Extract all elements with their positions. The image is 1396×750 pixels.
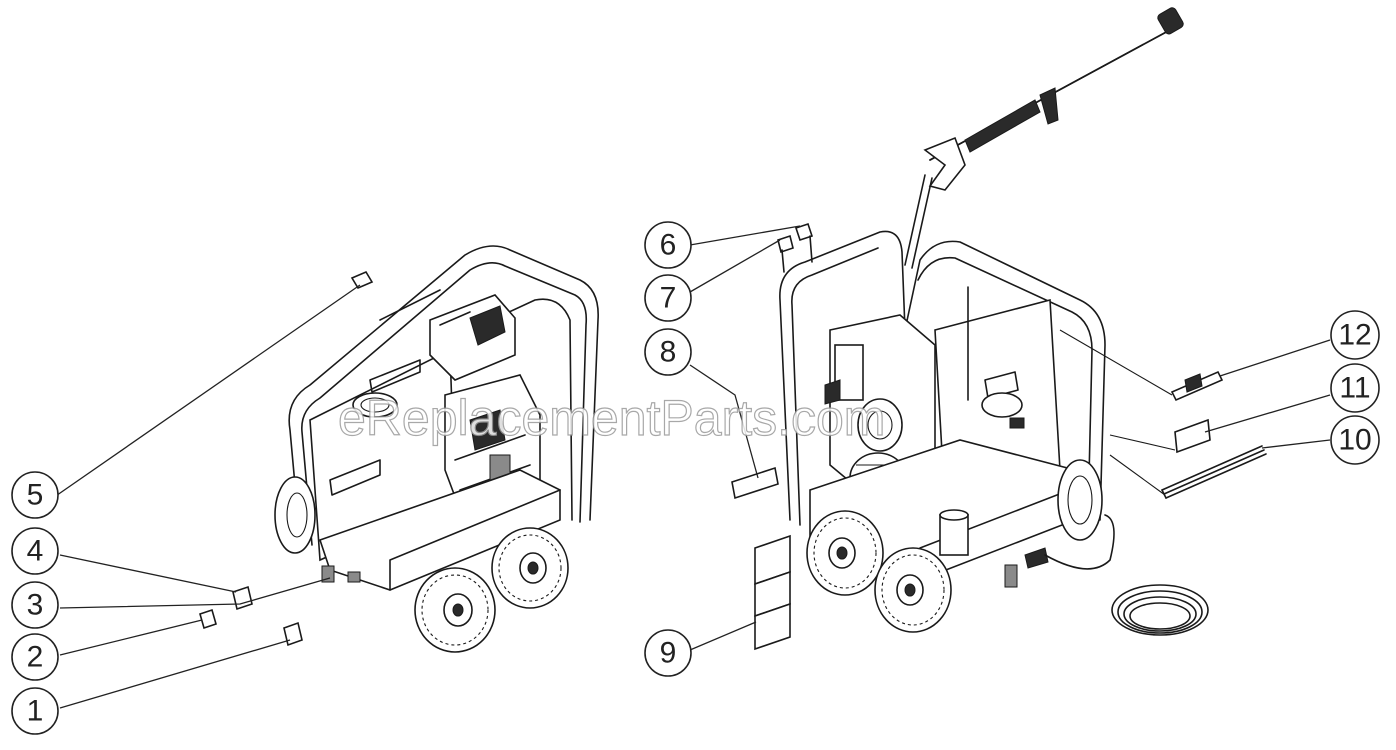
wheel-front-left: [414, 567, 496, 653]
decal-part-8: [731, 466, 779, 500]
callout-8: 8: [644, 328, 692, 376]
callout-7: 7: [644, 274, 692, 322]
callout-5: 5: [11, 471, 59, 519]
callout-label: 11: [1339, 372, 1370, 405]
callout-2: 2: [11, 633, 59, 681]
leader-lines: [49, 225, 1331, 709]
callout-label: 9: [660, 637, 677, 670]
decal-part-7: [777, 234, 794, 254]
callout-1: 1: [11, 687, 59, 735]
callout-12: 12: [1330, 310, 1380, 360]
decal-part-11: [1174, 418, 1211, 454]
callout-label: 4: [27, 535, 44, 568]
callout-label: 2: [27, 641, 44, 674]
decal-part-5: [350, 270, 374, 290]
callout-label: 7: [660, 282, 677, 315]
wheel-rear-right: [874, 547, 952, 633]
pressure-washer-front-view: [199, 245, 599, 653]
callout-label: 12: [1338, 319, 1371, 352]
callout-label: 1: [27, 695, 44, 728]
callout-label: 5: [27, 479, 44, 512]
hose-coil: [1111, 584, 1209, 636]
spray-wand: [904, 7, 1184, 269]
callout-3: 3: [11, 581, 59, 629]
bracket-part-12: [1170, 370, 1224, 402]
wheel-rear-left: [806, 510, 884, 596]
callout-label: 8: [660, 336, 677, 369]
decal-part-4: [232, 585, 253, 611]
watermark-text: eReplacementParts.com: [338, 390, 885, 446]
callout-9: 9: [644, 629, 692, 677]
decal-part-6: [794, 222, 814, 242]
callout-10: 10: [1330, 415, 1380, 465]
callout-label: 10: [1338, 424, 1371, 457]
callout-4: 4: [11, 527, 59, 575]
decal-part-9: [754, 534, 791, 651]
decal-part-10: [1161, 445, 1267, 499]
callout-11: 11: [1330, 363, 1380, 413]
decal-part-1: [283, 621, 303, 647]
pressure-washer-rear-view: [731, 7, 1267, 651]
wheel-front-right: [491, 527, 569, 609]
callout-6: 6: [644, 221, 692, 269]
callout-label: 6: [660, 229, 677, 262]
callout-label: 3: [27, 589, 44, 622]
decal-part-2: [199, 608, 217, 630]
